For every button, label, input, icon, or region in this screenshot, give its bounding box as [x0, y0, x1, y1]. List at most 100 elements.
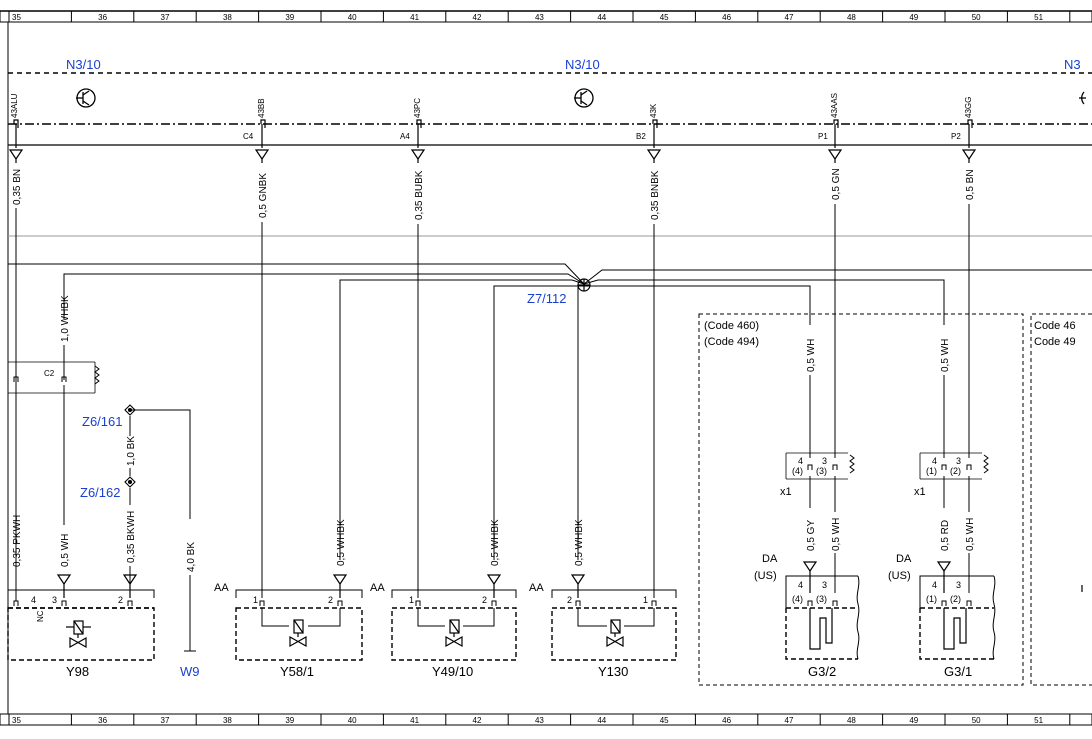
pin-id-43aas: 43AAS — [830, 93, 839, 118]
ruler-label-top: 50 — [972, 13, 981, 22]
ruler-label-bottom: 51 — [1034, 716, 1043, 725]
wire-label-bubk: 0,35 BUBK — [414, 170, 425, 220]
g32-pin-3: 3 — [822, 580, 827, 590]
code-label-46-right: Code 46 — [1034, 320, 1076, 332]
x1-g32-pin-p3: (3) — [816, 466, 827, 476]
ground-label-w9[interactable]: W9 — [180, 664, 200, 679]
code-label-49-right: Code 49 — [1034, 336, 1076, 348]
component-y49 — [391, 589, 517, 661]
x1-g31-pin-4: 4 — [932, 456, 937, 466]
ruler-label-bottom: 39 — [285, 716, 294, 725]
code-label-460: (Code 460) — [704, 320, 759, 332]
wire-label-wh-g32-lower: 0,5 WH — [831, 518, 842, 551]
y58-pin-2: 2 — [328, 595, 333, 605]
pin-id-43gg: 43GG — [964, 97, 973, 118]
component-label-g31[interactable]: G3/1 — [944, 664, 972, 679]
wire-label-bk-w9: 4,0 BK — [186, 542, 197, 572]
module-label-3[interactable]: N3 — [1064, 57, 1081, 72]
pin-label-a4: A4 — [400, 132, 410, 141]
transistor-icon — [1079, 91, 1086, 105]
y98-pin-3: 3 — [52, 595, 57, 605]
ruler-label-top: 43 — [535, 13, 544, 22]
module-label-1[interactable]: N3/10 — [66, 57, 101, 72]
ruler-label-bottom: 40 — [348, 716, 357, 725]
y49-pin-1: 1 — [409, 595, 414, 605]
wire-label-bn2: 0,5 BN — [965, 169, 976, 200]
ruler-label-top: 47 — [785, 13, 794, 22]
y98-pin-nc: NC — [36, 610, 45, 622]
ruler-label-bottom: 42 — [473, 716, 482, 725]
ruler-label-top: 44 — [597, 13, 606, 22]
component-label-y98[interactable]: Y98 — [66, 664, 89, 679]
splice-label-z6-161[interactable]: Z6/161 — [82, 414, 122, 429]
wire-label-gy-g32: 0,5 GY — [806, 520, 817, 551]
wire-label-bkwh: 0,35 BKWH — [126, 511, 137, 563]
g31-pin-3: 3 — [956, 580, 961, 590]
splice-label-z6-162[interactable]: Z6/162 — [80, 485, 120, 500]
connector-label-x1-g32: x1 — [780, 486, 792, 498]
connector-c2 — [8, 361, 100, 394]
component-y58 — [235, 589, 363, 661]
splice-z6-icon — [124, 404, 136, 488]
ruler-label-top: 51 — [1034, 13, 1043, 22]
component-label-g32[interactable]: G3/2 — [808, 664, 836, 679]
wire-label-bnbk: 0,35 BNBK — [650, 170, 661, 220]
ruler-label-bottom: 43 — [535, 716, 544, 725]
top-ruler — [0, 10, 1092, 23]
ruler-label-bottom: 38 — [223, 716, 232, 725]
g31-pin-4: 4 — [932, 580, 937, 590]
component-y98 — [7, 589, 155, 661]
aa-label-y130: AA — [529, 582, 544, 594]
da-label-g31: DA — [896, 553, 912, 565]
component-g31 — [919, 575, 996, 660]
ruler-label-top: 42 — [473, 13, 482, 22]
module-label-2[interactable]: N3/10 — [565, 57, 600, 72]
component-label-y49[interactable]: Y49/10 — [432, 664, 473, 679]
pin-id-43pc: 43PC — [413, 98, 422, 118]
ruler-label-top: 49 — [909, 13, 918, 22]
ruler-label-bottom: 48 — [847, 716, 856, 725]
component-label-y58[interactable]: Y58/1 — [280, 664, 314, 679]
x1-g32-pin-3: 3 — [822, 456, 827, 466]
connector-x1-g32 — [785, 452, 855, 480]
transistor-icon — [76, 88, 96, 108]
y130-pin-2: 2 — [567, 595, 572, 605]
ruler-label-bottom: 35 — [12, 716, 21, 725]
da-label-g32: DA — [762, 553, 778, 565]
ruler-label-top: 40 — [348, 13, 357, 22]
ruler-label-bottom: 41 — [410, 716, 419, 725]
ruler-label-top: 41 — [410, 13, 419, 22]
valve-icon — [445, 619, 463, 648]
ruler-label-bottom: 44 — [597, 716, 606, 725]
component-label-y130[interactable]: Y130 — [598, 664, 628, 679]
wire-label-pkwh: 0,35 PKWH — [12, 515, 23, 567]
wire-label-wh-g31-lower: 0,5 WH — [965, 518, 976, 551]
g32-pin-p4: (4) — [792, 594, 803, 604]
x1-g31-pin-p1: (1) — [926, 466, 937, 476]
ruler-label-top: 38 — [223, 13, 232, 22]
y130-pin-1: 1 — [643, 595, 648, 605]
wire-label-rd-g31: 0,5 RD — [940, 520, 951, 551]
ruler-labels-top: 353637383940414243444546474849505152 — [12, 13, 1044, 22]
ruler-label-bottom: 50 — [972, 716, 981, 725]
pin-label-b2: B2 — [636, 132, 646, 141]
code-box-left — [698, 313, 1024, 686]
g31-pin-p1: (1) — [926, 594, 937, 604]
code-label-494: (Code 494) — [704, 336, 759, 348]
splice-label-z7[interactable]: Z7/112 — [527, 291, 567, 306]
n3-pin-terminals — [13, 119, 973, 148]
arrow-down-icons — [8, 149, 977, 163]
g32-pin-p3: (3) — [816, 594, 827, 604]
pin-label-p1: P1 — [818, 132, 828, 141]
x1-g31-pin-p2: (2) — [950, 466, 961, 476]
y98-pin-4: 4 — [31, 595, 36, 605]
code-box-right — [1030, 313, 1092, 686]
transistor-icon — [574, 88, 594, 108]
ruler-label-top: 36 — [98, 13, 107, 22]
wire-label-wh-g31-upper: 0,5 WH — [940, 339, 951, 372]
ruler-labels-bottom: 353637383940414243444546474849505152 — [12, 716, 1044, 725]
g31-pin-p2: (2) — [950, 594, 961, 604]
pin-id-43bb: 43BB — [257, 98, 266, 118]
